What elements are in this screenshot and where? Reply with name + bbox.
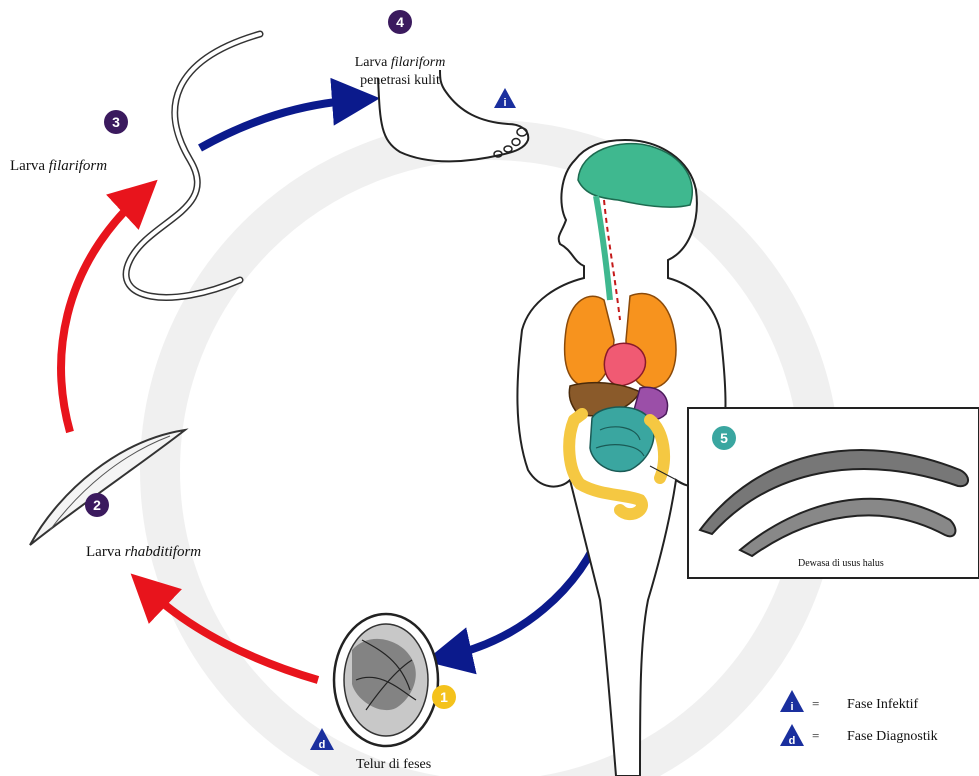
stage-badge-4: 4: [388, 10, 412, 34]
svg-text:2: 2: [93, 497, 101, 513]
legend: i = Fase Infektif d = Fase Diagnostik: [780, 690, 938, 747]
legend-item-diagnostic: d = Fase Diagnostik: [780, 724, 938, 747]
stage-2-label: Larva rhabditiform: [86, 544, 201, 560]
stage-badge-2: 2: [85, 493, 109, 517]
svg-text:3: 3: [112, 114, 120, 130]
svg-text:1: 1: [440, 689, 448, 705]
stage-5-label: Dewasa di usus halus: [798, 558, 884, 569]
arrow-3-to-4: [200, 100, 356, 148]
stage-badge-5: 5: [712, 426, 736, 450]
svg-text:d: d: [789, 735, 796, 747]
stage-badge-3: 3: [104, 110, 128, 134]
svg-text:=: =: [812, 696, 819, 711]
svg-text:d: d: [319, 739, 326, 751]
stage-badge-1: 1: [432, 685, 456, 709]
stage-3-label: Larva filariform: [10, 158, 107, 174]
egg-illustration: [334, 614, 438, 746]
svg-text:=: =: [812, 728, 819, 743]
stage-4-label: Larva filariform: [355, 55, 446, 70]
svg-text:4: 4: [396, 14, 404, 30]
arrow-body-to-1: [448, 524, 604, 656]
svg-text:i: i: [790, 701, 793, 713]
arrow-2-to-3: [61, 196, 140, 432]
svg-text:Fase Infektif: Fase Infektif: [847, 697, 918, 712]
legend-item-infective: i = Fase Infektif: [780, 690, 918, 713]
adult-worms-inset: [650, 408, 979, 578]
svg-text:i: i: [503, 97, 506, 109]
svg-text:5: 5: [720, 430, 728, 446]
svg-text:Fase Diagnostik: Fase Diagnostik: [847, 729, 938, 744]
stage-4-label-line2: penetrasi kulit: [360, 73, 440, 88]
infective-phase-marker: i: [494, 88, 516, 109]
stage-1-label: Telur di feses: [356, 757, 431, 772]
